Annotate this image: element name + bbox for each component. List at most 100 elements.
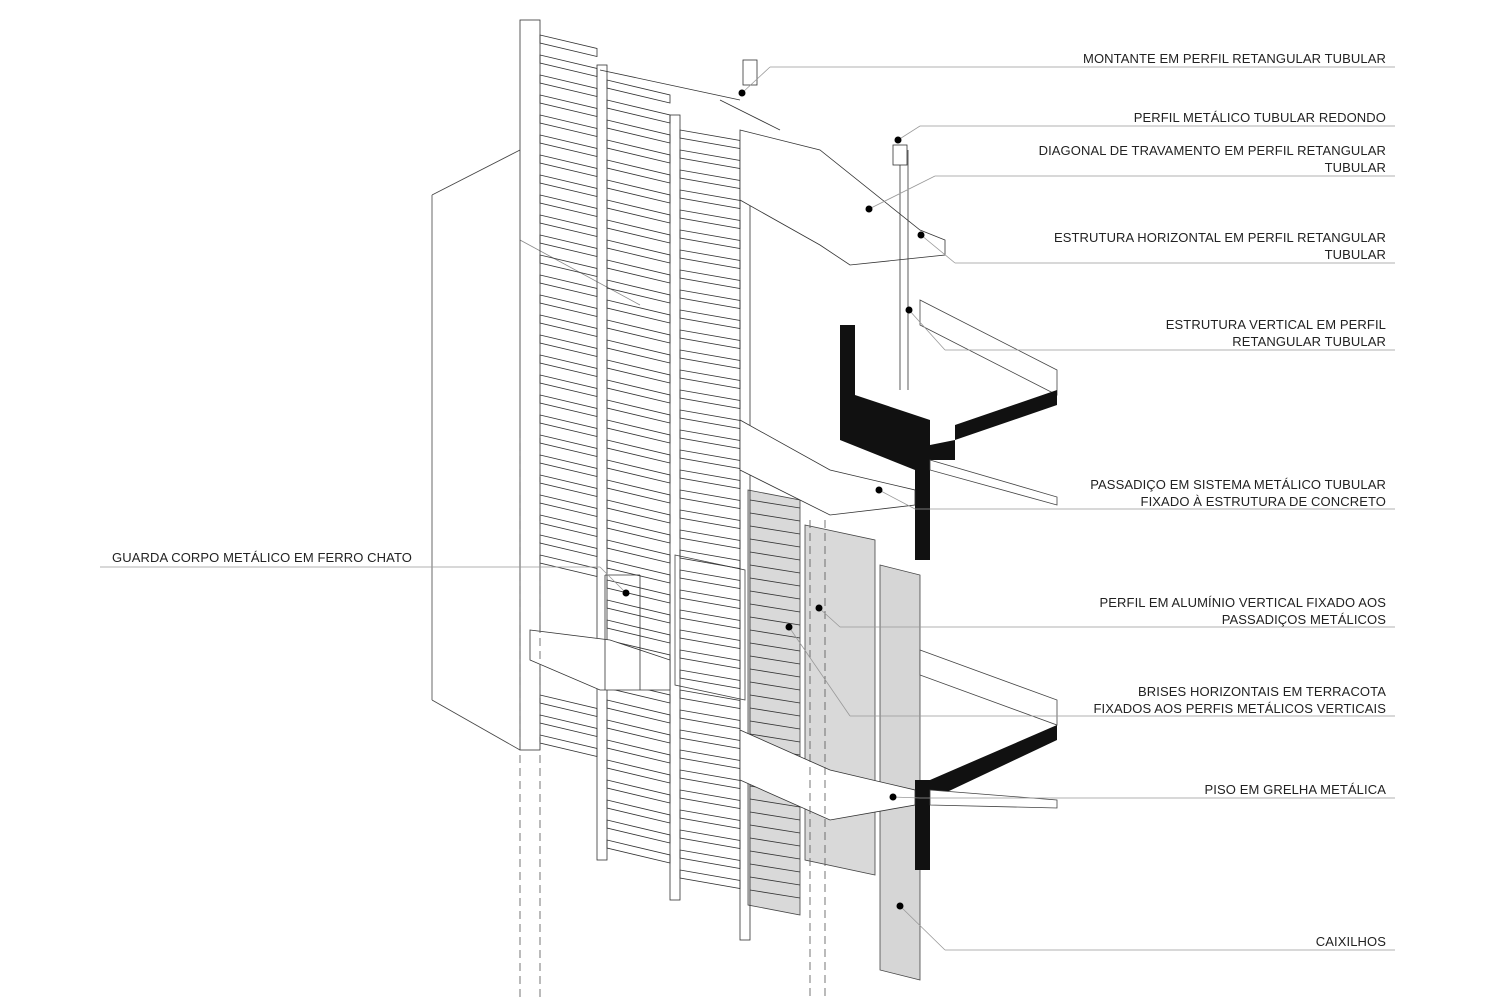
brise-slat [539, 254, 598, 278]
annotation-text-line: CAIXILHOS [1315, 934, 1386, 949]
brise-slat [606, 299, 671, 324]
brise-slat [606, 439, 671, 464]
leader-line [920, 234, 956, 264]
brise-slat [749, 707, 801, 717]
brise-slat [679, 629, 741, 649]
brise-slat [679, 469, 741, 489]
annotation-label-caixilhos: CAIXILHOS [1316, 933, 1386, 950]
leader-line [741, 66, 771, 94]
brise-slat [606, 599, 671, 624]
brise-slat [679, 649, 741, 669]
brise-slat [539, 54, 598, 78]
brise-slat [606, 199, 671, 224]
brise-slat [749, 616, 801, 626]
brise-slat [539, 354, 598, 378]
brise-slat [679, 869, 741, 889]
brise-slat [679, 749, 741, 769]
brise-slat [749, 499, 801, 509]
brise-slat [539, 734, 598, 758]
brise-slat [539, 114, 598, 138]
annotation-dot [815, 604, 823, 612]
annotation-text-line: PISO EM GRELHA METÁLICA [1204, 782, 1386, 797]
brise-slat [749, 837, 801, 847]
annotation-dot [622, 589, 630, 597]
brise-slat [749, 512, 801, 522]
brise-slat [606, 79, 671, 104]
brise-slat [679, 369, 741, 389]
brise-slat [749, 668, 801, 678]
brise-slat [606, 839, 671, 864]
annotation-text-line: PERFIL EM ALUMÍNIO VERTICAL FIXADO AOS [1099, 595, 1386, 610]
brise-slat [679, 709, 741, 729]
brise-slat [606, 779, 671, 804]
brise-slat [679, 729, 741, 749]
brise-slat [679, 589, 741, 609]
brise-slat [679, 229, 741, 249]
annotation-label-estrutura-horizontal: ESTRUTURA HORIZONTAL EM PERFIL RETANGULA… [1054, 229, 1386, 263]
brise-slat [606, 459, 671, 484]
brise-slat [606, 479, 671, 504]
brise-slat [749, 694, 801, 704]
annotation-dot [917, 231, 925, 239]
brise-slat [539, 694, 598, 718]
annotation-text-line: FIXADOS AOS PERFIS METÁLICOS VERTICAIS [1093, 701, 1386, 716]
annotation-dot [896, 902, 904, 910]
annotation-text-line: PASSADIÇOS METÁLICOS [1221, 612, 1386, 627]
brise-slat [749, 876, 801, 886]
terracotta-brise-frames [519, 19, 801, 941]
hidden-lines [519, 430, 826, 1000]
brise-slat [679, 609, 741, 629]
annotation-dot [865, 205, 873, 213]
brise-slat [679, 189, 741, 209]
brise-slat [749, 863, 801, 873]
brise-slat [749, 551, 801, 561]
brise-slat [749, 798, 801, 808]
brise-slat [749, 629, 801, 639]
brise-slat [539, 174, 598, 198]
vertical-profile [596, 64, 608, 861]
brise-slat [679, 849, 741, 869]
brise-slat [679, 169, 741, 189]
annotation-label-perfil-redondo: PERFIL METÁLICO TUBULAR REDONDO [1134, 109, 1386, 126]
brise-slat [606, 99, 671, 124]
annotation-dot [738, 89, 746, 97]
leader-line [878, 489, 916, 510]
annotation-text-line: DIAGONAL DE TRAVAMENTO EM PERFIL RETANGU… [1038, 143, 1386, 158]
brise-slat [679, 349, 741, 369]
brise-slat [539, 134, 598, 158]
brise-slat [539, 94, 598, 118]
brise-slat [539, 194, 598, 218]
brise-slat [606, 559, 671, 584]
brise-slat [606, 499, 671, 524]
leader-line [899, 905, 946, 951]
annotation-dot [894, 136, 902, 144]
annotation-label-perfil-aluminio: PERFIL EM ALUMÍNIO VERTICAL FIXADO AOS PA… [1100, 594, 1387, 628]
brise-slat [539, 154, 598, 178]
annotation-dot [905, 306, 913, 314]
annotation-text-line: TUBULAR [1324, 247, 1386, 262]
brise-slat [749, 824, 801, 834]
brise-slat [679, 269, 741, 289]
brise-slat [539, 714, 598, 738]
brise-slat [606, 179, 671, 204]
annotation-dots [622, 89, 925, 910]
brise-slat [539, 514, 598, 538]
leader-line [868, 175, 936, 210]
brise-slat [749, 525, 801, 535]
annotation-text-line: PASSADIÇO EM SISTEMA METÁLICO TUBULAR [1090, 477, 1386, 492]
brise-slat [749, 655, 801, 665]
brise-slat [679, 309, 741, 329]
leader-line [892, 796, 921, 799]
brise-slat [679, 789, 741, 809]
annotation-dot [785, 623, 793, 631]
brise-slat [679, 329, 741, 349]
brise-slat [679, 669, 741, 689]
leader-line [788, 626, 851, 717]
brise-slat [606, 159, 671, 184]
brise-slat [679, 209, 741, 229]
brise-slat [606, 759, 671, 784]
